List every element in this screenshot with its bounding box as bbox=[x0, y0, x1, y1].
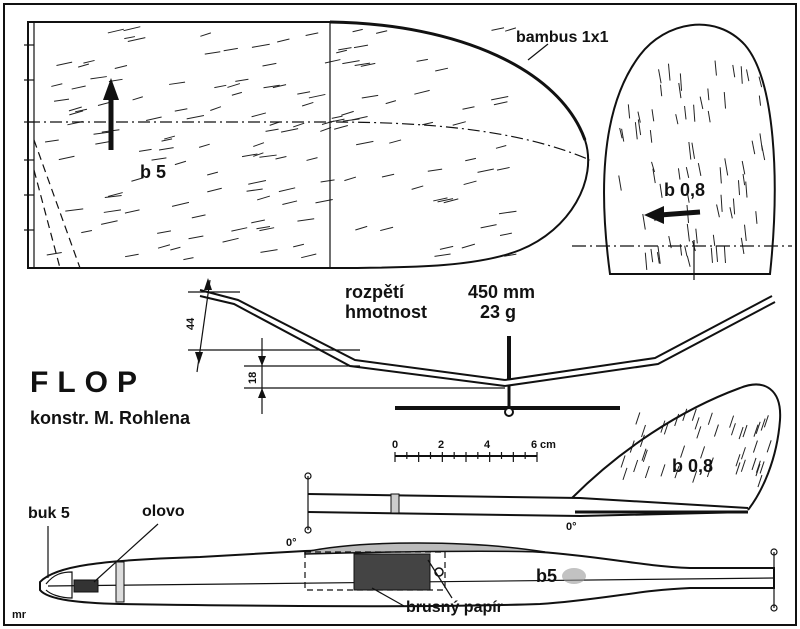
wing-grain bbox=[44, 26, 517, 261]
stab-outline bbox=[603, 23, 776, 275]
mass-label: hmotnost bbox=[345, 302, 427, 322]
wing-dihedral-joint-dashes bbox=[33, 139, 81, 269]
sandpaper-leader-line-2 bbox=[427, 559, 453, 599]
stabilizer-plan-view: b 0,8 bbox=[572, 23, 792, 280]
svg-text:44: 44 bbox=[185, 317, 197, 330]
stab-angle-label: 0° bbox=[566, 521, 577, 533]
wing-root-ticks bbox=[24, 44, 34, 231]
sandpaper-label: brusný papír bbox=[406, 599, 503, 616]
tail-boom-joint bbox=[390, 493, 400, 514]
tail-side-view: b 0,8 0° bbox=[304, 383, 782, 534]
scale-tick-6: 6 bbox=[531, 439, 537, 451]
tail-boom-upper bbox=[307, 493, 749, 509]
wing-mount-box bbox=[304, 551, 446, 591]
fuselage-material-label: b5 bbox=[536, 566, 557, 586]
scale-tick-4: 4 bbox=[484, 439, 491, 451]
sandpaper-patch bbox=[353, 553, 431, 591]
svg-text:18: 18 bbox=[247, 372, 259, 384]
span-label: rozpětí bbox=[345, 282, 405, 302]
ballast-leader-line bbox=[93, 523, 159, 583]
front-view-wing-left bbox=[199, 289, 506, 387]
author-mark: mr bbox=[12, 609, 27, 621]
scale-bar: 0 2 4 6 cm bbox=[392, 439, 556, 462]
ballast-lead bbox=[73, 579, 99, 593]
stab-grain bbox=[618, 60, 766, 270]
stab-grain-arrow-icon bbox=[644, 206, 701, 224]
span-value: 450 mm bbox=[468, 282, 535, 302]
nose-material-label: buk 5 bbox=[28, 505, 70, 522]
scale-tick-0: 0 bbox=[392, 439, 398, 451]
dimension-18: 18 bbox=[244, 338, 505, 414]
frame-border bbox=[3, 3, 797, 626]
fuselage-side-view: 0° b5 bbox=[39, 537, 778, 612]
fin-material-label: b 0,8 bbox=[672, 456, 713, 476]
bamboo-label: bambus 1x1 bbox=[516, 29, 609, 46]
smudge-mark bbox=[562, 568, 586, 584]
ballast-label: olovo bbox=[142, 503, 185, 520]
specs-block: rozpětí 450 mm hmotnost 23 g bbox=[345, 282, 535, 322]
scale-unit: cm bbox=[540, 439, 556, 451]
fuselage-former bbox=[115, 561, 125, 603]
front-view-wing-right bbox=[504, 295, 776, 387]
grain-direction-arrow-icon bbox=[103, 78, 119, 150]
stab-material-label: b 0,8 bbox=[664, 180, 705, 200]
wing-center-dash-line bbox=[28, 121, 591, 161]
wing-plan-view: b 5 bambus 1x1 bbox=[24, 20, 609, 269]
wing-material-label: b 5 bbox=[140, 162, 166, 182]
fuselage-nose-block bbox=[45, 571, 73, 599]
scale-tick-2: 2 bbox=[438, 439, 444, 451]
mass-value: 23 g bbox=[480, 302, 516, 322]
designer-label: konstr. M. Rohlena bbox=[30, 408, 191, 428]
fin-outline bbox=[571, 383, 782, 511]
wing-angle-label: 0° bbox=[286, 537, 297, 549]
model-title: FLOP bbox=[30, 366, 146, 399]
front-view: 44 18 bbox=[185, 278, 776, 417]
dimension-44: 44 bbox=[185, 278, 360, 373]
sandpaper-leader-line-1 bbox=[371, 587, 405, 607]
bamboo-leader-line bbox=[527, 43, 549, 61]
wing-leading-edge-bamboo bbox=[329, 20, 587, 141]
front-view-fuselage-section bbox=[504, 407, 514, 417]
